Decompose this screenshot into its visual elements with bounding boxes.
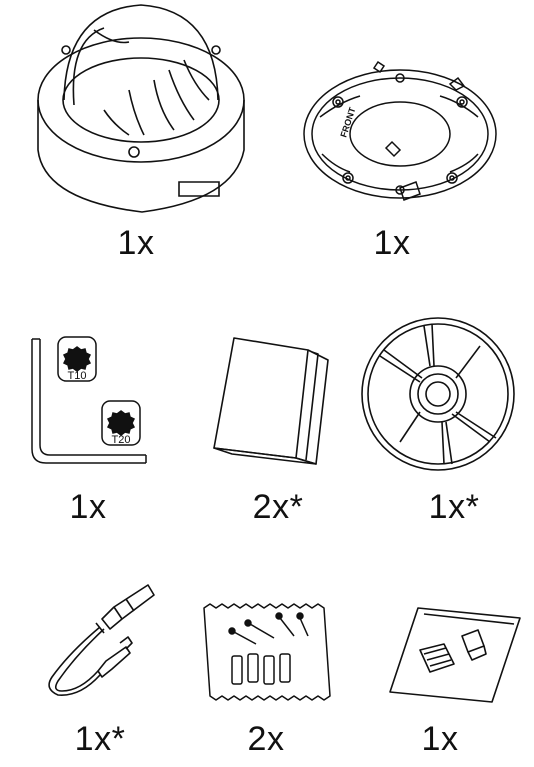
installation-cd-illustration (360, 316, 520, 476)
bracket-front-label: FRONT (338, 106, 357, 139)
torx-wrench-illustration: T10 T20 (22, 333, 162, 473)
manual-booklet-quantity: 2x* (252, 488, 304, 526)
torx-tip-label-t20: T20 (112, 434, 131, 446)
torx-tip-label-t10: T10 (68, 370, 87, 382)
screws-anchors-bag-quantity: 2x (247, 720, 285, 758)
connector-bag-quantity: 1x (421, 720, 459, 758)
network-cable-illustration (30, 577, 165, 707)
manual-booklet-illustration (208, 330, 338, 465)
mounting-bracket-quantity: 1x (373, 224, 411, 262)
mounting-bracket-illustration: FRONT (300, 62, 500, 212)
connector-bag-illustration (384, 598, 524, 708)
screws-anchors-bag-illustration (196, 596, 336, 706)
installation-cd-quantity: 1x* (428, 488, 480, 526)
dome-camera-quantity: 1x (117, 224, 155, 262)
torx-wrench-quantity: 1x (69, 488, 107, 526)
dome-camera-illustration (34, 0, 249, 215)
network-cable-quantity: 1x* (74, 720, 126, 758)
